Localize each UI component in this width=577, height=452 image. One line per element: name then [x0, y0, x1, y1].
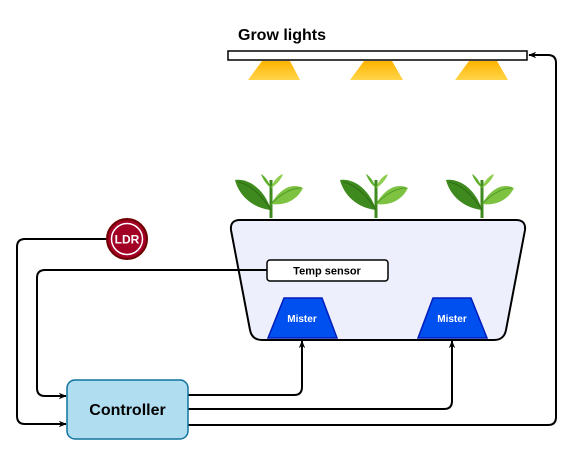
ldr-label: LDR: [115, 233, 140, 247]
controller-to-lights-connector: [188, 51, 557, 426]
ldr-to-controller-connector: [16, 238, 106, 428]
mister-right: [416, 297, 489, 339]
grow-light-bar: [227, 50, 528, 61]
mister-left: [266, 297, 339, 339]
grow-light-icon: [455, 61, 508, 80]
controller-box: [66, 379, 189, 440]
grow-light-icon: [248, 61, 300, 80]
grow-light-icon: [350, 61, 403, 80]
plant-icon: [338, 172, 410, 220]
ldr-inner-ring: [110, 222, 144, 256]
grow-lights-title: Grow lights: [238, 27, 326, 44]
mister-right-label: Mister: [437, 314, 467, 325]
ldr-circle: [106, 218, 148, 260]
controller-label: Controller: [89, 402, 165, 419]
plant-icon: [233, 172, 305, 220]
temp-sensor-label: Temp sensor: [293, 266, 361, 278]
controller-to-mister-right-connector: [188, 340, 456, 410]
temp-to-controller-connector: [36, 269, 267, 400]
controller-to-mister-left-connector: [188, 340, 306, 396]
mister-left-label: Mister: [287, 314, 317, 325]
plant-icon: [444, 172, 516, 220]
